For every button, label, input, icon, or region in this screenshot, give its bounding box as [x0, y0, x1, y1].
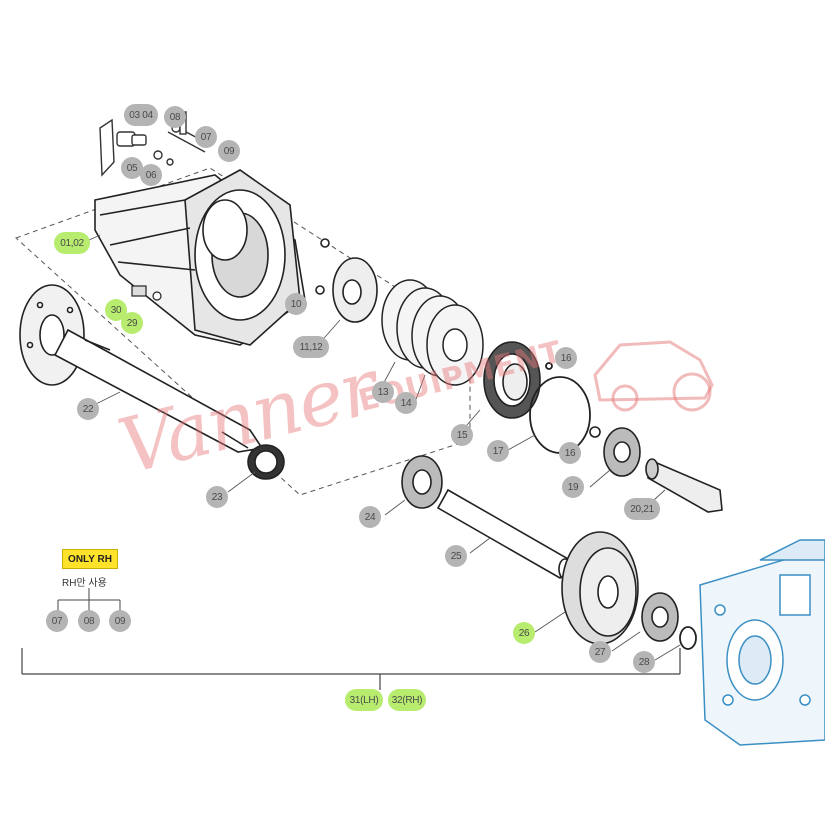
- brake-plate: [332, 257, 378, 323]
- callout-01-02[interactable]: 01,02: [54, 232, 90, 254]
- bearing-19: [589, 426, 641, 477]
- callout-30[interactable]: 30: [105, 299, 127, 321]
- callout-06[interactable]: 06: [140, 164, 162, 186]
- callout-19[interactable]: 19: [562, 476, 584, 498]
- callout-31-lh[interactable]: 31(LH): [345, 689, 383, 711]
- callout-07-rh[interactable]: 07: [46, 610, 68, 632]
- callout-24[interactable]: 24: [359, 506, 381, 528]
- assembly-lh-row: 31(LH): [345, 689, 383, 711]
- callout-14[interactable]: 14: [395, 392, 417, 414]
- axle-shaft: [19, 284, 264, 453]
- transmission-housing: [94, 169, 330, 346]
- callout-09-rh[interactable]: 09: [109, 610, 131, 632]
- bolt-30: [131, 285, 162, 301]
- bearing-27: [641, 592, 679, 642]
- callout-09[interactable]: 09: [218, 140, 240, 162]
- callout-23[interactable]: 23: [206, 486, 228, 508]
- callout-08[interactable]: 08: [164, 106, 186, 128]
- callout-20-21[interactable]: 20,21: [624, 498, 660, 520]
- callout-28[interactable]: 28: [633, 651, 655, 673]
- callout-11-12[interactable]: 11,12: [293, 336, 329, 358]
- assembly-rh-row: 32(RH): [388, 689, 426, 711]
- brake-discs: [381, 279, 484, 386]
- rear-axle-housing-blueprint: [699, 539, 825, 746]
- callout-10[interactable]: 10: [285, 293, 307, 315]
- ring-28: [679, 626, 697, 650]
- gear-26: [561, 531, 639, 645]
- seal-23: [247, 444, 285, 480]
- callout-26[interactable]: 26: [513, 622, 535, 644]
- callout-03-04[interactable]: 03 04: [124, 104, 158, 126]
- callout-27[interactable]: 27: [589, 641, 611, 663]
- assembly-bracket: [21, 648, 681, 690]
- pinion-shaft: [645, 458, 723, 513]
- rh-only-bracket: [57, 588, 121, 612]
- bearing-24: [401, 455, 443, 509]
- callout-07[interactable]: 07: [195, 126, 217, 148]
- bearing-15: [483, 341, 541, 419]
- callout-22[interactable]: 22: [77, 398, 99, 420]
- rh-only-note: RH만 사용: [62, 578, 107, 589]
- callout-15[interactable]: 15: [451, 424, 473, 446]
- housing-group-outline: [15, 167, 471, 496]
- callout-29[interactable]: 29: [121, 312, 143, 334]
- callout-16-bottom[interactable]: 16: [559, 442, 581, 464]
- callout-25[interactable]: 25: [445, 545, 467, 567]
- callout-13[interactable]: 13: [372, 381, 394, 403]
- callout-16-top[interactable]: 16: [555, 347, 577, 369]
- callout-32-rh[interactable]: 32(RH): [388, 689, 426, 711]
- watermark-tractor: [593, 340, 714, 412]
- callout-17[interactable]: 17: [487, 440, 509, 462]
- callout-08-rh[interactable]: 08: [78, 610, 100, 632]
- callout-05[interactable]: 05: [121, 157, 143, 179]
- only-rh-label: ONLY RH: [62, 549, 118, 569]
